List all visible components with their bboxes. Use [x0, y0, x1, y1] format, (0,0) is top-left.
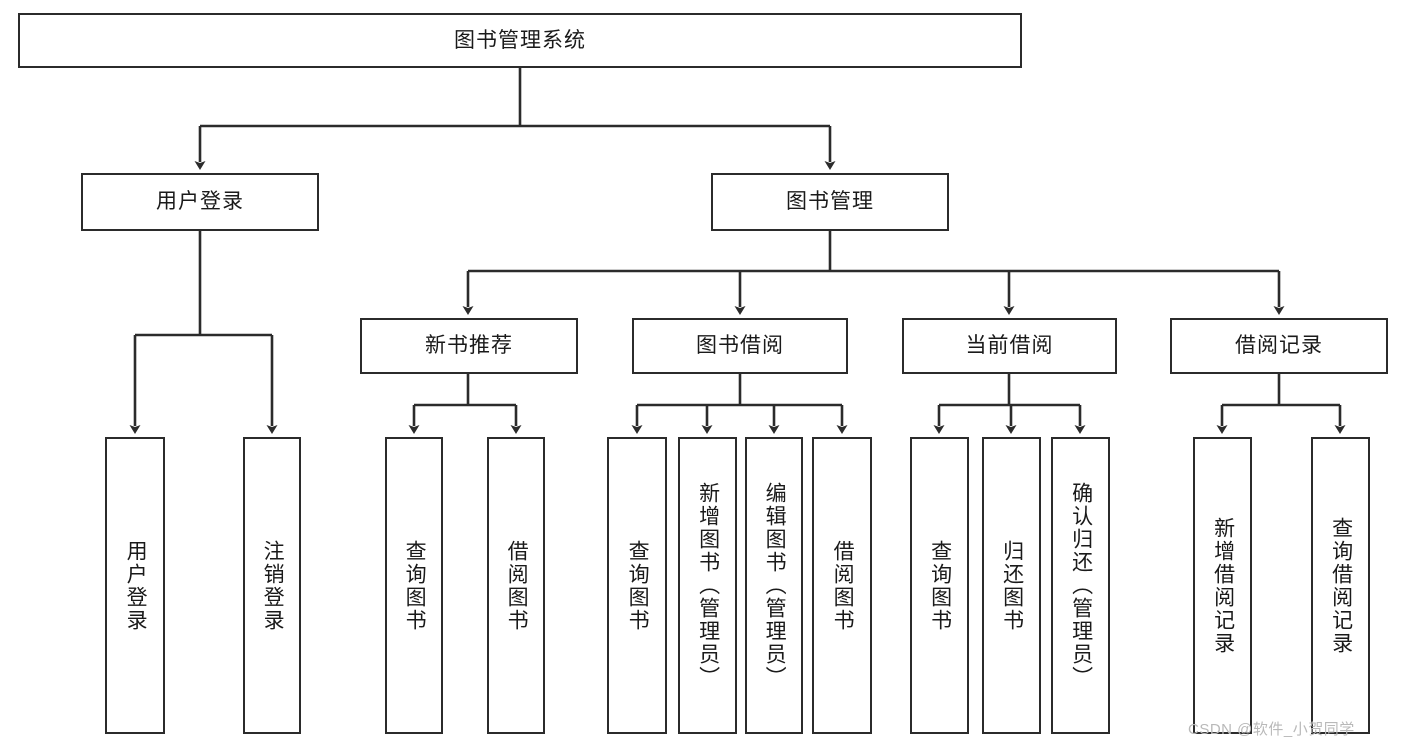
node-leaf-add-borrow-record[interactable]: 新增借阅记录	[1193, 437, 1252, 734]
node-user-login-label: 用户登录	[156, 190, 244, 214]
node-leaf-add-borrow-record-label: 新增借阅记录	[1211, 516, 1235, 655]
node-leaf-add-book-admin[interactable]: 新增图书（管理员）	[678, 437, 737, 734]
node-leaf-return-book-label: 归还图书	[1000, 539, 1024, 632]
csdn-watermark: CSDN @软件_小贺同学	[1188, 721, 1355, 738]
node-book-management[interactable]: 图书管理	[711, 173, 949, 231]
node-leaf-user-logout-label: 注销登录	[261, 539, 285, 632]
node-book-borrow-label: 图书借阅	[696, 334, 784, 358]
node-leaf-user-login[interactable]: 用户登录	[105, 437, 165, 734]
node-leaf-user-login-label: 用户登录	[124, 539, 148, 632]
node-leaf-edit-book-admin-label: 编辑图书（管理员）	[763, 482, 787, 689]
node-leaf-confirm-return-admin-label: 确认归还（管理员）	[1069, 482, 1093, 689]
node-leaf-query-book-rec[interactable]: 查询图书	[385, 437, 443, 734]
node-root[interactable]: 图书管理系统	[18, 13, 1022, 68]
node-current-borrow-label: 当前借阅	[965, 334, 1054, 358]
node-leaf-confirm-return-admin[interactable]: 确认归还（管理员）	[1051, 437, 1110, 734]
node-new-book-recommend-label: 新书推荐	[425, 334, 513, 358]
node-leaf-borrow-book-rec-label: 借阅图书	[505, 539, 529, 632]
node-leaf-borrow-book-label: 借阅图书	[831, 539, 855, 632]
node-user-login[interactable]: 用户登录	[81, 173, 319, 231]
node-leaf-query-borrow-record[interactable]: 查询借阅记录	[1311, 437, 1370, 734]
node-leaf-query-book-borrow-label: 查询图书	[626, 539, 650, 632]
node-leaf-edit-book-admin[interactable]: 编辑图书（管理员）	[745, 437, 803, 734]
node-leaf-query-book-cur[interactable]: 查询图书	[910, 437, 969, 734]
node-leaf-user-logout[interactable]: 注销登录	[243, 437, 301, 734]
node-leaf-query-book-borrow[interactable]: 查询图书	[607, 437, 667, 734]
node-leaf-add-book-admin-label: 新增图书（管理员）	[696, 482, 720, 689]
node-book-borrow[interactable]: 图书借阅	[632, 318, 848, 374]
node-root-label: 图书管理系统	[454, 28, 586, 52]
node-new-book-recommend[interactable]: 新书推荐	[360, 318, 578, 374]
node-leaf-query-book-rec-label: 查询图书	[403, 539, 427, 632]
node-borrow-record-label: 借阅记录	[1235, 334, 1323, 358]
node-leaf-borrow-book[interactable]: 借阅图书	[812, 437, 872, 734]
node-leaf-query-borrow-record-label: 查询借阅记录	[1329, 516, 1353, 655]
node-current-borrow[interactable]: 当前借阅	[902, 318, 1117, 374]
node-leaf-return-book[interactable]: 归还图书	[982, 437, 1041, 734]
node-book-management-label: 图书管理	[786, 190, 874, 214]
node-borrow-record[interactable]: 借阅记录	[1170, 318, 1388, 374]
node-leaf-query-book-cur-label: 查询图书	[928, 539, 952, 632]
node-leaf-borrow-book-rec[interactable]: 借阅图书	[487, 437, 545, 734]
